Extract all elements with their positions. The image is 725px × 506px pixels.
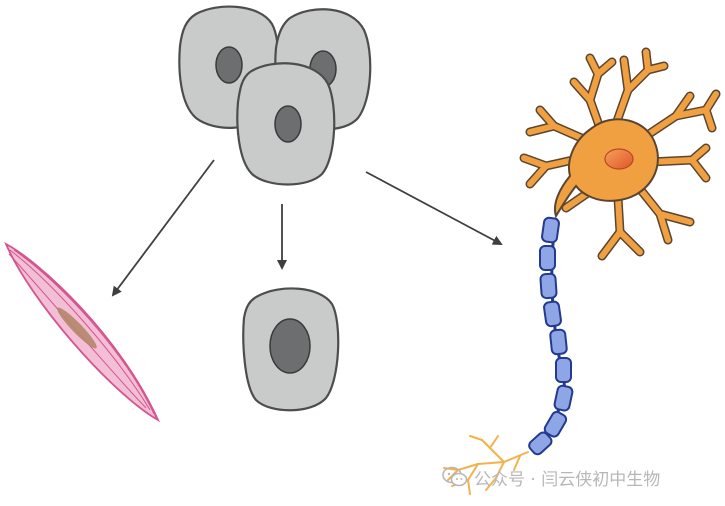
neuron-nucleus: [604, 148, 634, 170]
differentiated-cell: [242, 287, 340, 412]
axon-myelin-sheath: [528, 216, 574, 456]
stem-cell-front-nucleus: [274, 105, 302, 143]
stem-cell-cluster: [178, 5, 372, 186]
watermark: 公众号 · 闫云侠初中生物: [442, 464, 660, 490]
arrow-to-muscle-cell: [111, 159, 215, 297]
stem-cell-front: [236, 62, 336, 186]
differentiated-cell-nucleus: [269, 318, 311, 374]
neuron-cell-body: [554, 118, 659, 219]
watermark-text: 公众号 · 闫云侠初中生物: [474, 469, 661, 490]
stem-cell-left-nucleus: [215, 46, 243, 84]
muscle-cell: [4, 242, 160, 423]
arrow-to-neuron: [365, 171, 503, 245]
neuron-dendrites: [519, 47, 721, 261]
muscle-cell-nucleus: [57, 307, 97, 349]
neuron: [443, 47, 721, 495]
wechat-icon: [442, 466, 468, 487]
